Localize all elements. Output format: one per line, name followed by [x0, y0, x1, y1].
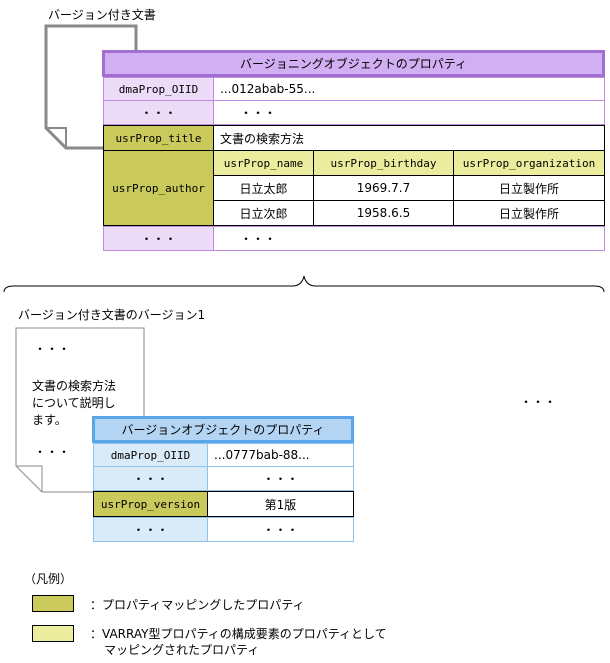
- author-column-organization: usrProp_organization: [454, 151, 605, 176]
- version-number-value: 第1版: [208, 491, 354, 517]
- legend-item-2-text-line-2: マッピングされたプロパティ: [104, 643, 260, 657]
- author-row-1-name: 日立太郎: [214, 176, 314, 201]
- page-text-line-3: ます。: [32, 413, 67, 427]
- author-row-2-organization: 日立製作所: [454, 201, 605, 226]
- page-dots-bottom: ・・・: [34, 445, 71, 459]
- version-ellipsis-2-name: ・・・: [93, 517, 208, 542]
- oiid-property-value: ...012abab-55...: [214, 77, 605, 101]
- legend-item-2-text-line-1: ：VARRAY型プロパティの構成要素のプロパティとして: [90, 627, 387, 641]
- footer-ellipsis-name: ・・・: [103, 226, 214, 251]
- page-text-line-1: 文書の検索方法: [32, 379, 117, 393]
- legend-swatch-khaki: [32, 625, 74, 642]
- oiid-property-name: dmaProp_OIID: [103, 77, 214, 101]
- author-column-name: usrProp_name: [214, 151, 314, 176]
- version-doc-label: バージョン付き文書のバージョン1: [18, 308, 206, 322]
- legend-swatch-olive: [32, 595, 74, 612]
- author-row-1-organization: 日立製作所: [454, 176, 605, 201]
- version-ellipsis-2-value: ・・・: [208, 517, 354, 542]
- ellipsis-property-value: ・・・: [214, 101, 605, 125]
- version-ellipsis-1-name: ・・・: [93, 467, 208, 491]
- page-dots-top: ・・・: [34, 342, 71, 356]
- legend-title: （凡例）: [24, 572, 73, 586]
- footer-ellipsis-value: ・・・: [214, 226, 605, 251]
- author-row-1-birthday: 1969.7.7: [314, 176, 454, 201]
- version-object-properties-header: バージョンオブジェクトのプロパティ: [92, 416, 354, 443]
- page-text-line-2: について説明し: [32, 396, 116, 410]
- version-ellipsis-1-value: ・・・: [208, 467, 354, 491]
- ellipsis-property-name: ・・・: [103, 101, 214, 125]
- versioning-object-properties-header: バージョニングオブジェクトのプロパティ: [102, 50, 605, 77]
- author-row-2-name: 日立次郎: [214, 201, 314, 226]
- more-versions-ellipsis: ・・・: [520, 395, 557, 409]
- author-row-2-birthday: 1958.6.5: [314, 201, 454, 226]
- version-number-name: usrProp_version: [93, 491, 208, 517]
- legend-item-1-text: ：プロパティマッピングしたプロパティ: [90, 598, 305, 612]
- version-oiid-value: ...0777bab-88...: [208, 443, 354, 467]
- author-column-birthday: usrProp_birthday: [314, 151, 454, 176]
- versioned-doc-label: バージョン付き文書: [48, 8, 156, 22]
- author-property-name: usrProp_author: [103, 151, 214, 226]
- title-property-value: 文書の検索方法: [214, 125, 605, 151]
- curly-brace: [3, 275, 605, 293]
- version-oiid-name: dmaProp_OIID: [93, 443, 208, 467]
- title-property-name: usrProp_title: [103, 125, 214, 151]
